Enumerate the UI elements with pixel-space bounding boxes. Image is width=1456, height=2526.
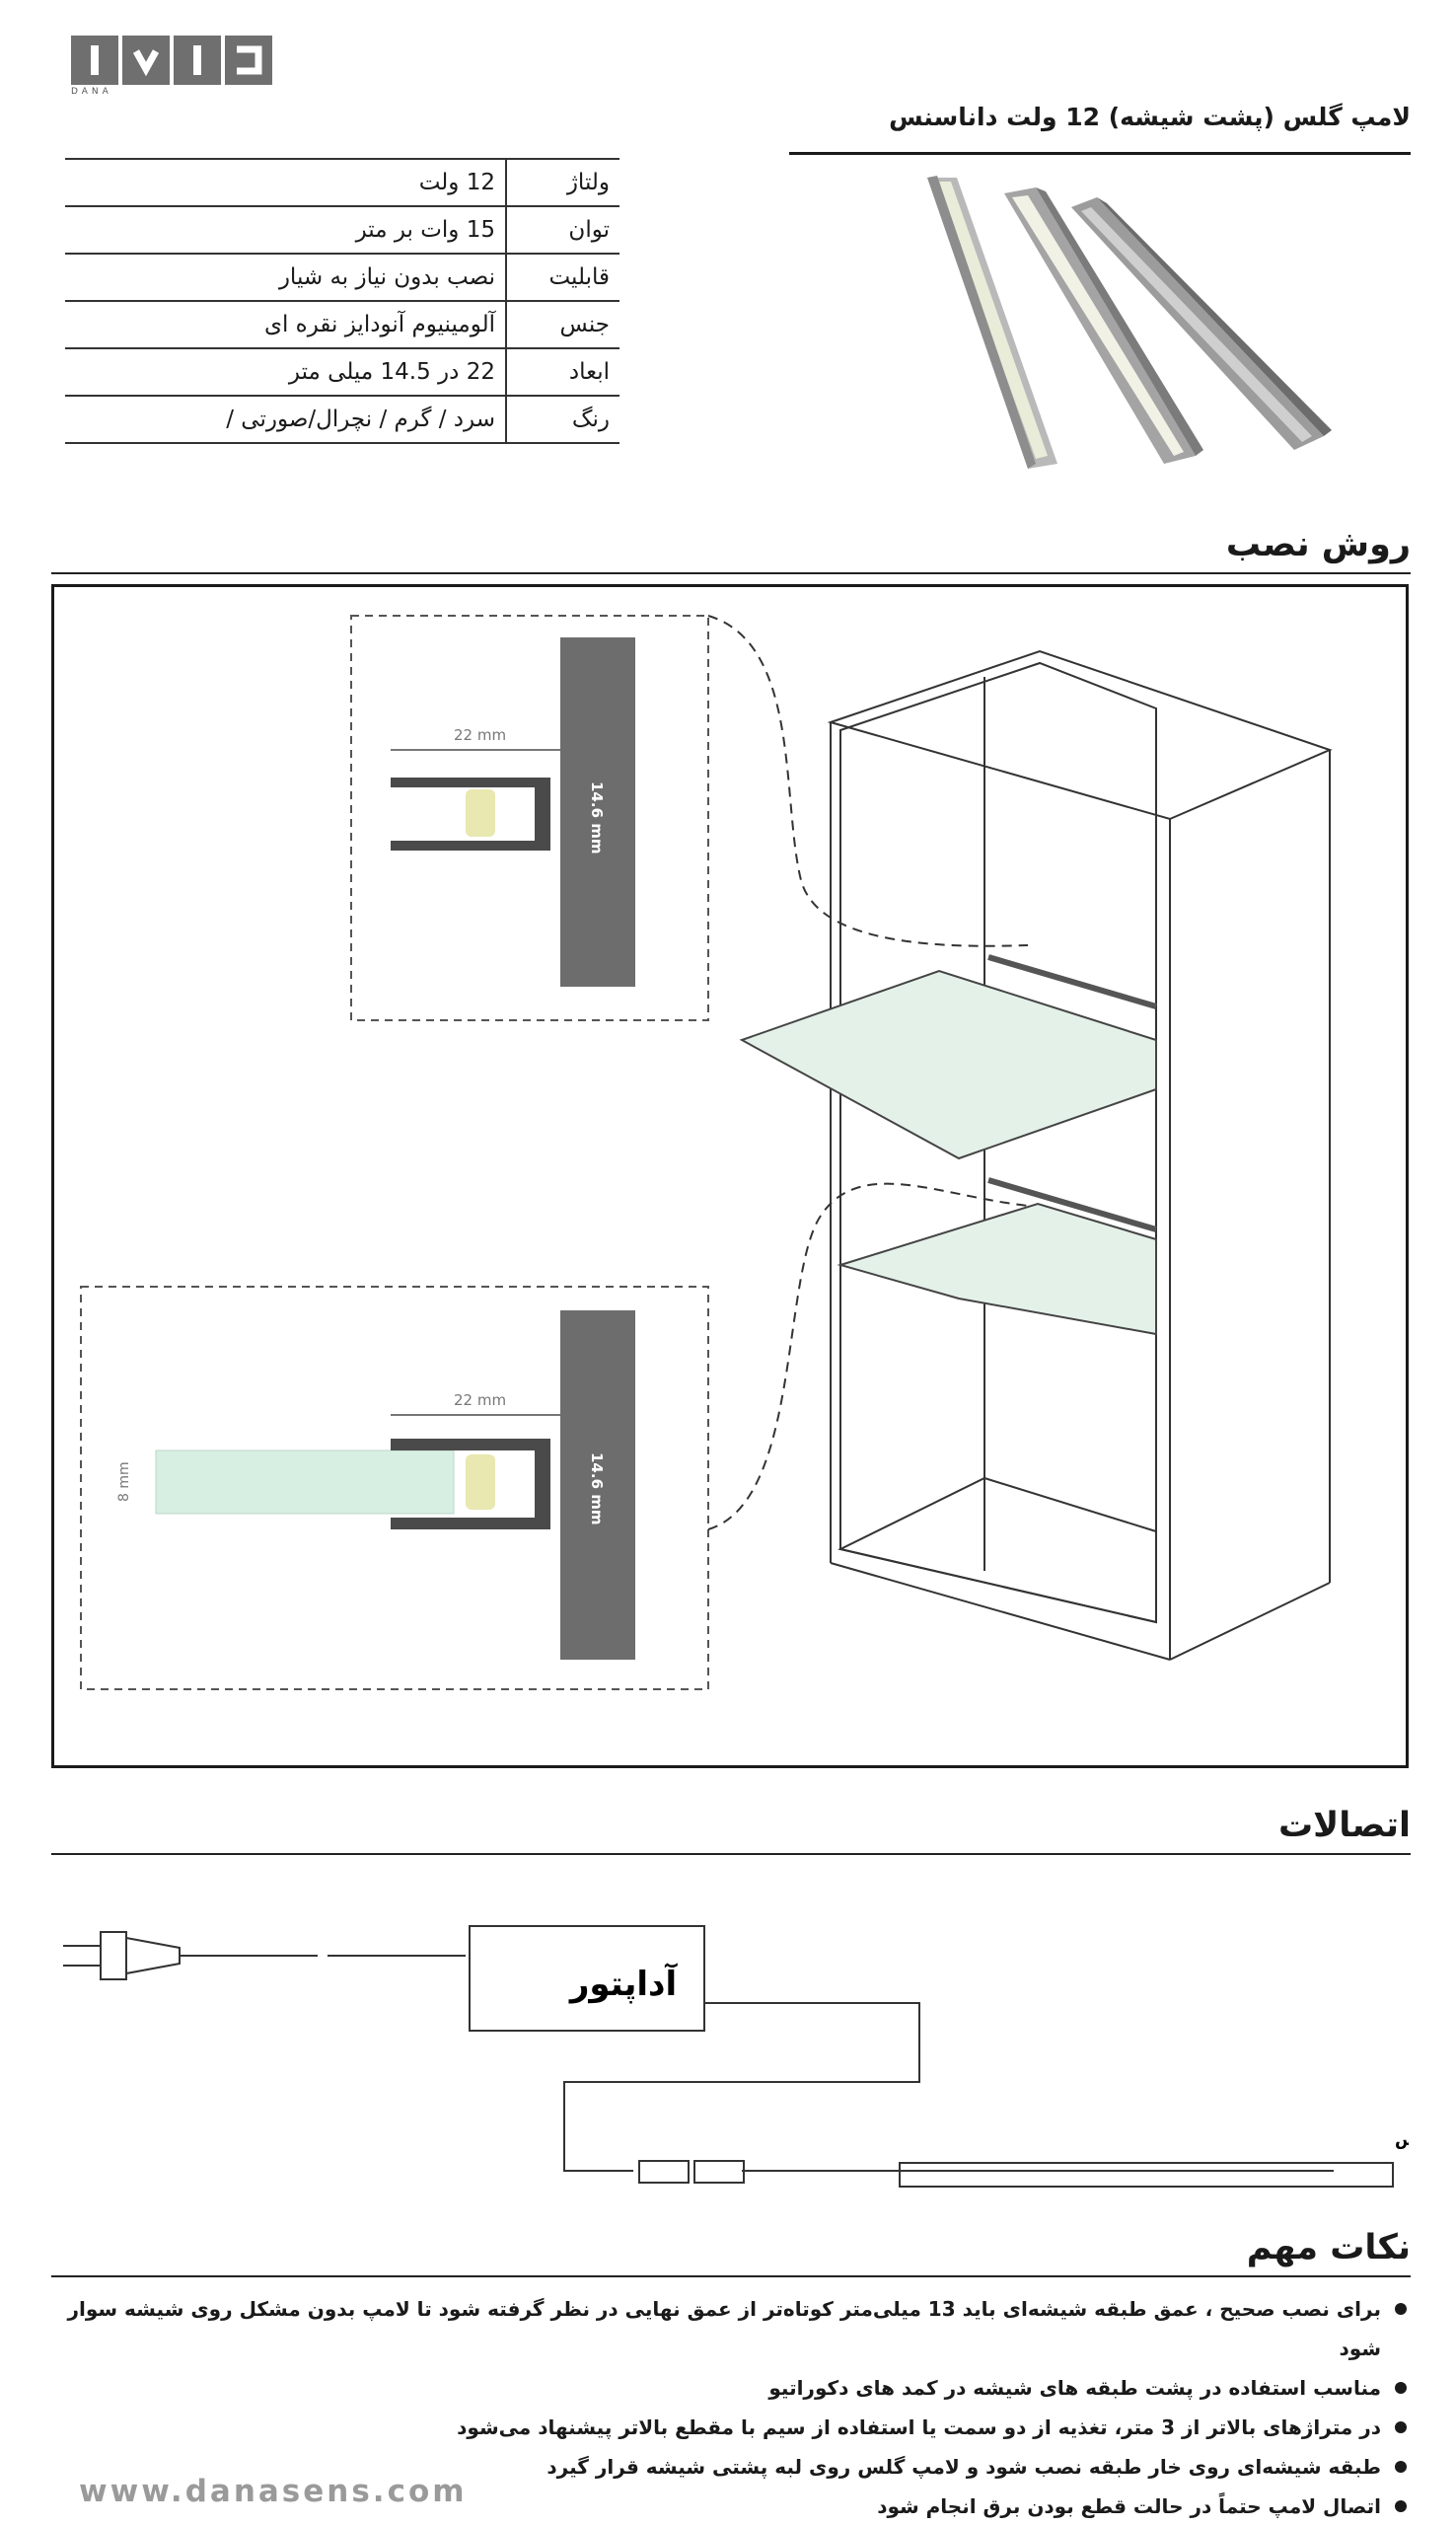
- logo-block: [225, 36, 272, 85]
- lamp-profile-upper: [987, 954, 1157, 1009]
- spec-value: سرد / گرم / نچرال/صورتی /: [65, 396, 506, 444]
- glass-thickness-label: 8 mm: [116, 1461, 132, 1502]
- logo-subtitle: DANA: [71, 87, 112, 97]
- profile-section: [391, 1439, 550, 1529]
- bullet-icon: [1395, 2500, 1407, 2512]
- spec-label: ولتاژ: [505, 158, 619, 207]
- connector-female: [693, 2160, 745, 2184]
- lamp-label: لامپ گلس: [1395, 2129, 1409, 2150]
- power-plug-icon: [63, 1931, 181, 1980]
- spec-label: جنس: [505, 301, 619, 349]
- profile-section: [391, 778, 550, 851]
- glass-shelf-lower: [837, 1202, 1157, 1336]
- lamp-profile-lower: [987, 1177, 1157, 1232]
- cabinet-illustration: [827, 649, 1333, 1661]
- list-item: برای نصب صحیح ، عمق طبقه شیشه‌ای باید 13…: [49, 2289, 1411, 2368]
- notes-list: برای نصب صحیح ، عمق طبقه شیشه‌ای باید 13…: [49, 2289, 1411, 2526]
- notes-rule: [51, 2275, 1411, 2277]
- spec-value: آلومینیوم آنودایز نقره ای: [65, 301, 506, 349]
- bullet-icon: [1395, 2382, 1407, 2394]
- bottom-width-label: 22 mm: [454, 1391, 506, 1409]
- list-item: مناسب استفاده در پشت طبقه های شیشه در کم…: [49, 2368, 1411, 2408]
- spec-value: 22 در 14.5 میلی متر: [65, 348, 506, 397]
- profile-bar: [1004, 187, 1203, 464]
- spec-value: نصب بدون نیاز به شیار: [65, 254, 506, 302]
- detail-frame-top: [350, 615, 709, 1021]
- spec-label: ابعاد: [505, 348, 619, 397]
- website-link[interactable]: www.danasens.com: [79, 2474, 468, 2509]
- bullet-icon: [1395, 2461, 1407, 2473]
- install-diagram: [51, 584, 1409, 1768]
- product-title: لامپ گلس (پشت شیشه) 12 ولت داناسنس: [889, 103, 1411, 131]
- wall-section: [560, 1310, 635, 1660]
- glass-shelf-upper: [739, 969, 1157, 1160]
- profile-bar: [1071, 197, 1332, 450]
- leader-line: [707, 615, 1029, 947]
- adapter-box: [469, 1925, 705, 2032]
- product-profiles-image: [927, 176, 1332, 469]
- connections-title: اتصالات: [1277, 1806, 1411, 1845]
- bullet-icon: [1395, 2421, 1407, 2433]
- spec-label: قابلیت: [505, 254, 619, 302]
- glass-shelf-section: [155, 1449, 455, 1515]
- notes-title: نکات مهم: [1246, 2228, 1411, 2267]
- list-item: اتصال لامپ حتماً در حالت قطع بودن برق ان…: [49, 2487, 1411, 2526]
- profile-bar: [927, 176, 1057, 469]
- logo-block: [174, 36, 221, 85]
- adapter-label: آداپتور: [568, 1963, 679, 2004]
- bottom-height-label: 14.6 mm: [588, 1452, 606, 1525]
- low-voltage-cable: [563, 2002, 1334, 2172]
- glass-lamp-bar: [899, 2162, 1394, 2188]
- connector-male: [638, 2160, 690, 2184]
- spec-label: توان: [505, 206, 619, 255]
- logo-block: [122, 36, 170, 85]
- wiring-diagram: آداپتور لامپ گلس: [63, 1925, 1409, 2188]
- connections-rule: [51, 1853, 1411, 1855]
- spec-label: رنگ: [505, 396, 619, 444]
- install-title: روش نصب: [1225, 525, 1411, 564]
- top-width-label: 22 mm: [454, 726, 506, 744]
- title-rule: [789, 152, 1411, 155]
- detail-frame-bottom: [80, 1286, 709, 1690]
- leader-line: [707, 1182, 1029, 1530]
- wall-section: [560, 637, 635, 987]
- spec-value: 15 وات بر متر: [65, 206, 506, 255]
- install-rule: [51, 572, 1411, 574]
- install-illustration: 22 mm 14.6 mm 22 mm 14.6 mm 8 mm: [80, 615, 1333, 1690]
- list-item: طبقه شیشه‌ای روی خار طبقه نصب شود و لامپ…: [49, 2447, 1411, 2487]
- list-item: در متراژهای بالاتر از 3 متر، تغذیه از دو…: [49, 2408, 1411, 2447]
- top-height-label: 14.6 mm: [588, 781, 606, 854]
- bullet-icon: [1395, 2303, 1407, 2315]
- logo-block: [71, 36, 118, 85]
- brand-logo: [71, 36, 276, 85]
- spec-value: 12 ولت: [65, 158, 506, 207]
